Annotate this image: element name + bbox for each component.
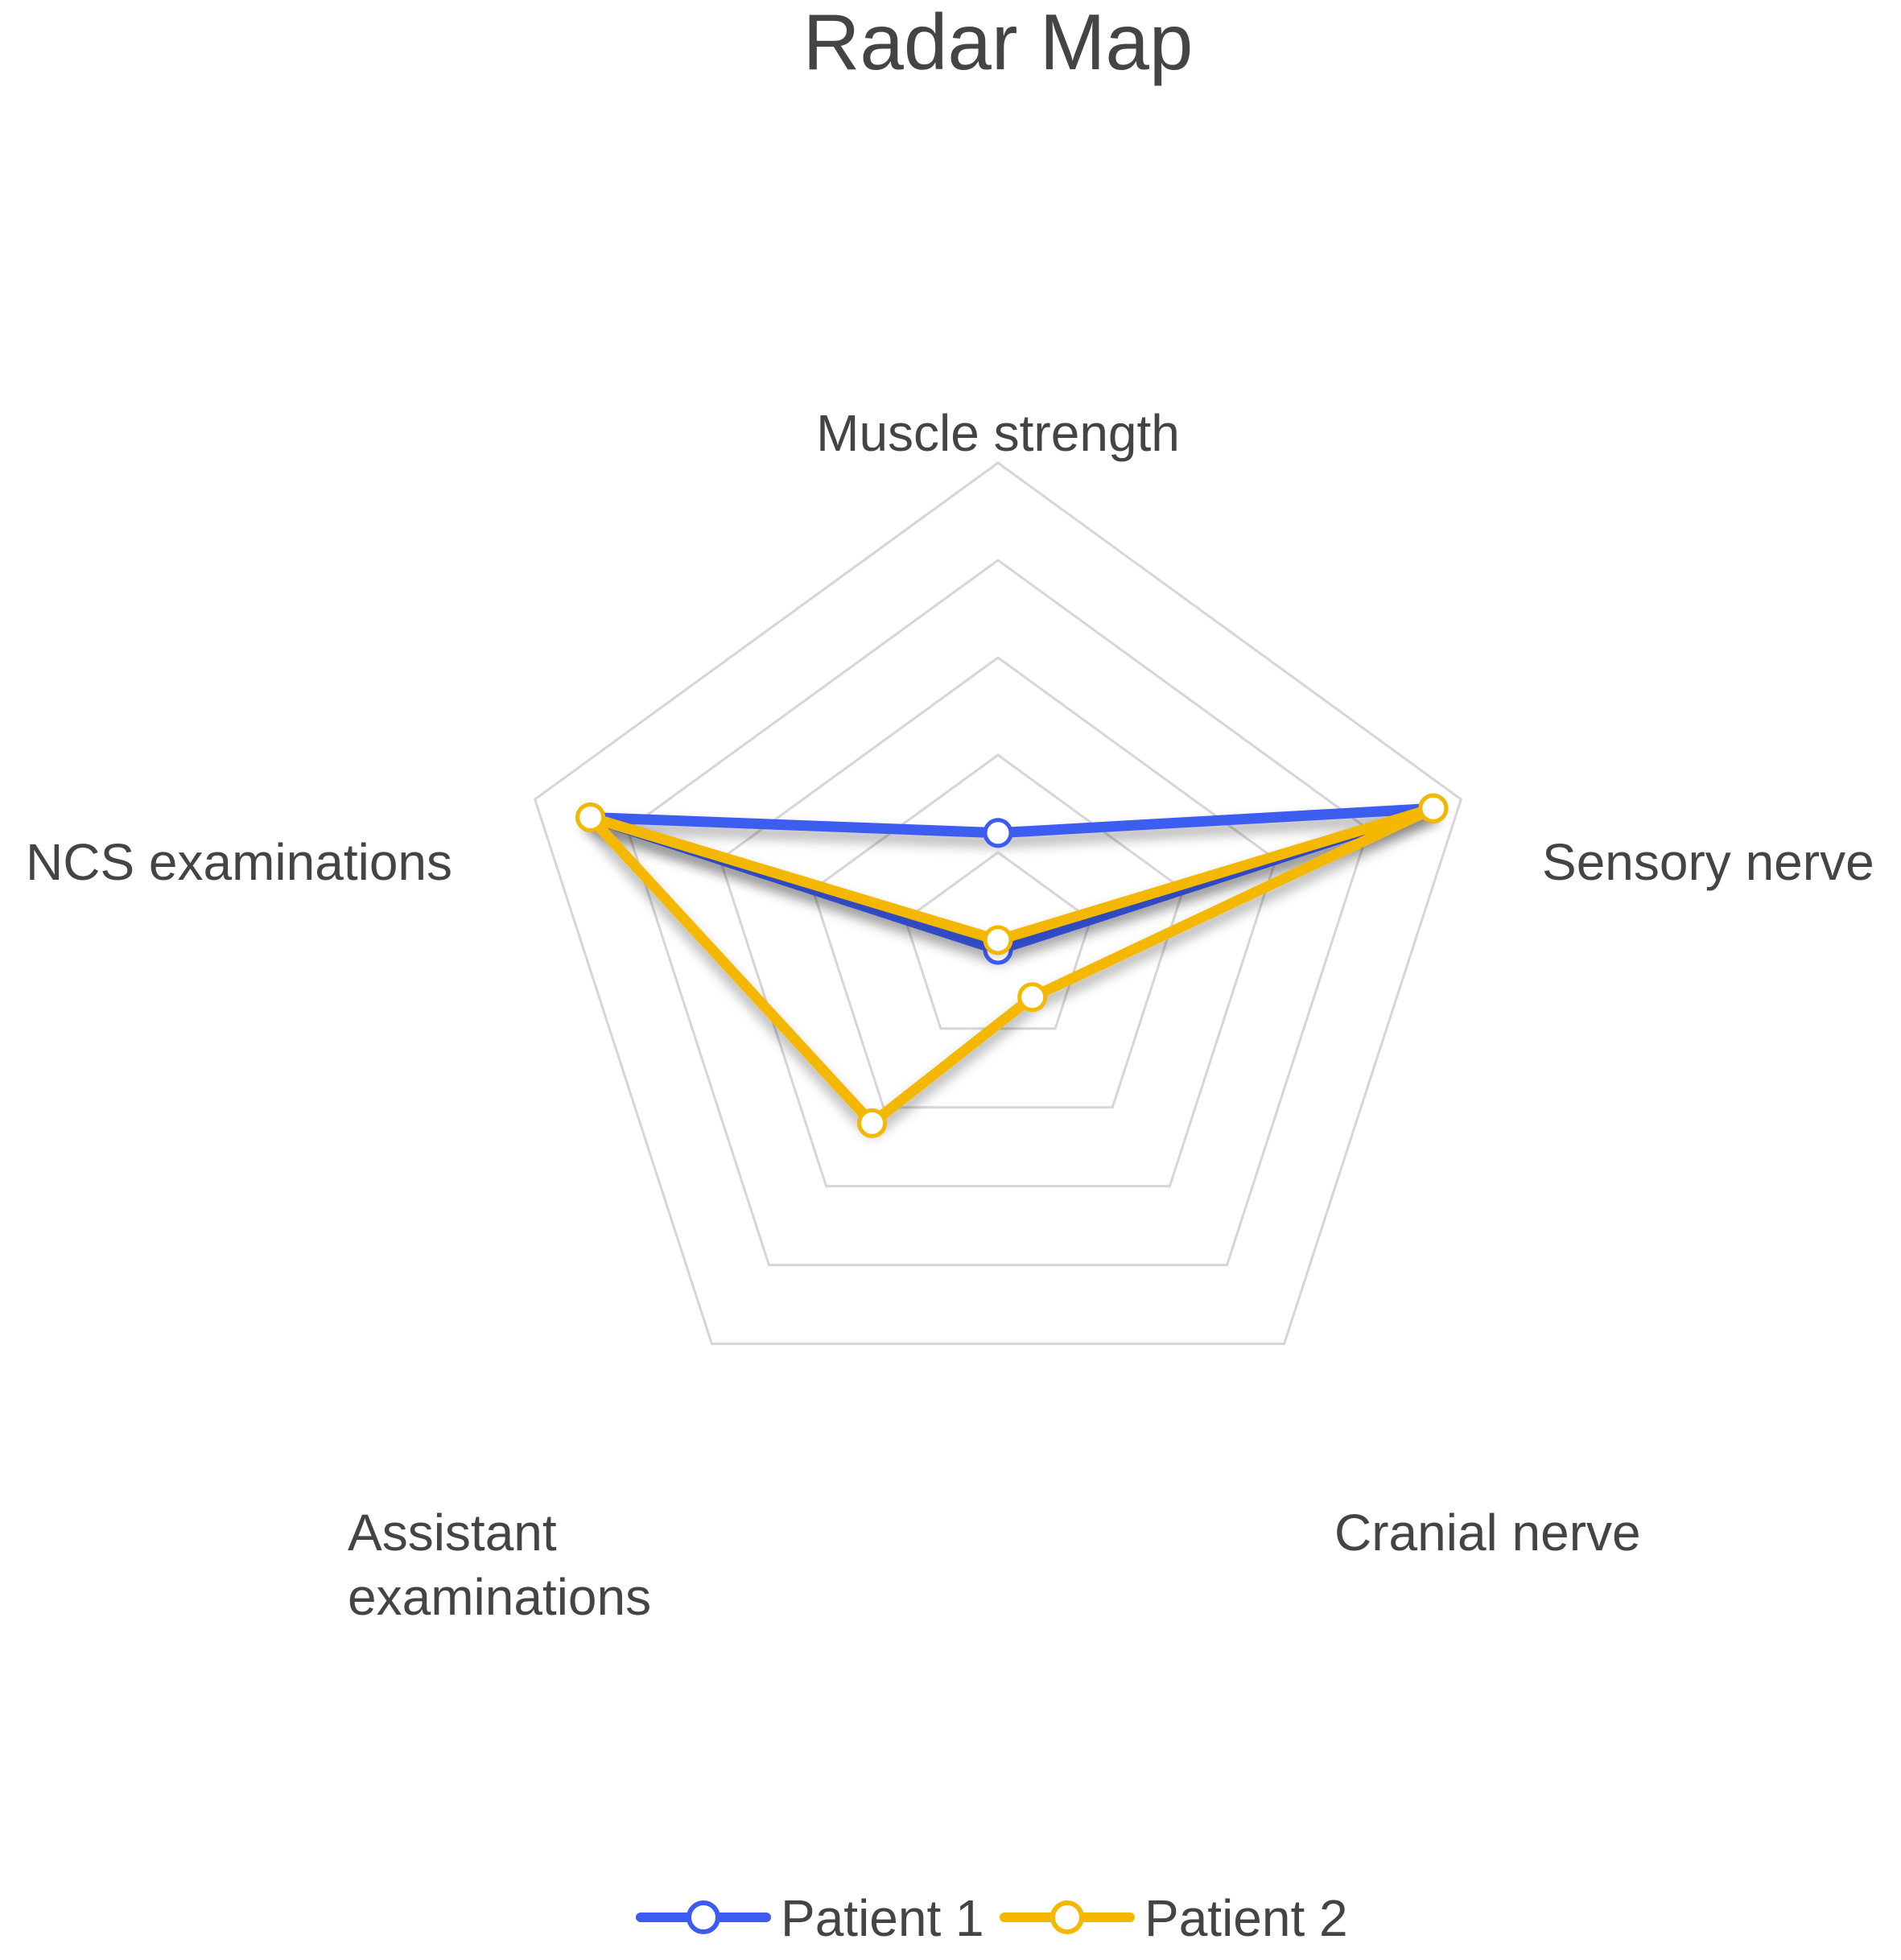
axis-label-assistant-line-2: examinations (348, 1568, 651, 1626)
legend-label-patient-1: Patient 1 (781, 1889, 984, 1947)
data-point-patient-2-muscle-strength[interactable] (983, 925, 1013, 955)
data-point-patient-2-assistant-examinations[interactable] (857, 1108, 888, 1138)
grid-ring-2 (811, 753, 1185, 1109)
legend: Patient 1 Patient 2 (636, 1889, 1348, 1947)
axis-label-sensory-nerve: Sensory nerve (1542, 833, 1874, 891)
axis-label-assistant-examinations: Assistant examinations (348, 1504, 651, 1626)
legend-swatch-marker-patient-2 (1050, 1900, 1084, 1934)
legend-swatch-marker-patient-1 (687, 1900, 720, 1934)
grid-ring-4 (625, 559, 1371, 1267)
data-point-patient-2-cranial-nerve[interactable] (1017, 982, 1048, 1013)
chart-title: Radar Map (803, 0, 1194, 86)
grid-ring-5 (533, 461, 1463, 1345)
legend-item-patient-2[interactable]: Patient 2 (1000, 1889, 1348, 1947)
axis-label-assistant-line-1: Assistant (348, 1504, 557, 1562)
legend-label-patient-2: Patient 2 (1144, 1889, 1348, 1947)
axis-labels: Muscle strength Sensory nerve Cranial ne… (26, 404, 1874, 1626)
series-layer (575, 793, 1449, 1138)
legend-item-patient-1[interactable]: Patient 1 (636, 1889, 984, 1947)
axis-label-ncs-examinations: NCS examinations (26, 833, 452, 891)
series-line-patient-2 (585, 803, 1439, 1129)
axis-label-cranial-nerve: Cranial nerve (1334, 1504, 1641, 1562)
axis-label-muscle-strength: Muscle strength (816, 404, 1180, 462)
radar-grid (533, 461, 1463, 1345)
data-point-patient-2-sensory-nerve[interactable] (1418, 793, 1449, 823)
series-patient-2 (575, 793, 1449, 1138)
data-point-patient-2-ncs-examinations[interactable] (575, 802, 606, 832)
data-point-patient-1-muscle-strength[interactable] (983, 818, 1013, 848)
